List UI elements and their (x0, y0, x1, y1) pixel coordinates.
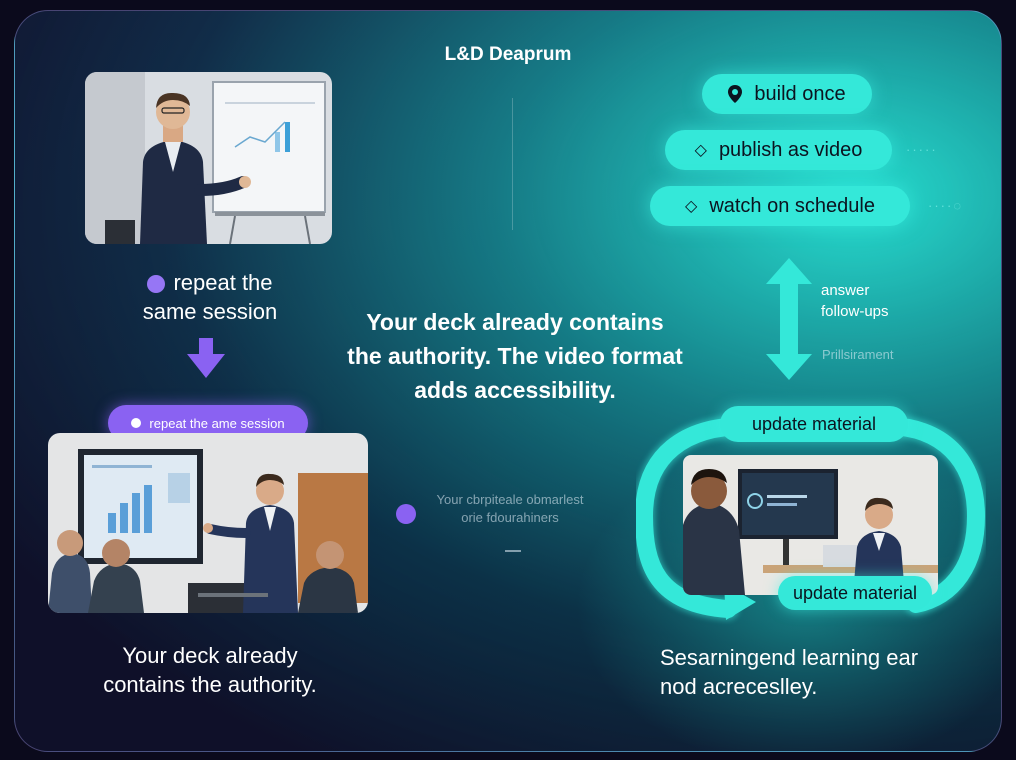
caption-repeat-session: repeat the same session (142, 270, 278, 324)
faint-dash (505, 550, 521, 552)
loop-label-top: update material (720, 406, 908, 442)
center-statement: Your deck already contains the authority… (347, 309, 683, 403)
bullet-dot-icon (147, 275, 166, 294)
arrow-label-follow-ups: answer follow-ups (821, 282, 889, 320)
diamond-icon: ◇ (685, 198, 698, 215)
dotted-connector: ····◌ (928, 198, 964, 213)
badge-dot-icon (131, 418, 142, 428)
center-dot-icon (396, 504, 416, 524)
location-pin-icon (728, 85, 743, 103)
step-pill-build-once: build once (702, 74, 872, 114)
step-pill-watch-schedule: ◇ watch on schedule (650, 186, 910, 226)
caption-learning: Sesarningend learning ear nod acreceslle… (660, 645, 919, 699)
faint-note: Your cbrpiteale obmarlest orie fdourahin… (436, 492, 584, 525)
caption-deck-authority: Your deck already contains the authority… (103, 643, 317, 697)
faint-arrow-note: Prillsirament (822, 347, 894, 362)
arrow-down-icon (187, 338, 225, 378)
divider-line (512, 98, 513, 230)
photo-classroom-presentation (48, 433, 368, 613)
photo-presenter-whiteboard (85, 72, 332, 244)
loop-label-bottom: update material (778, 576, 932, 610)
dotted-connector: ····· (906, 142, 938, 157)
diagram-title: L&D Deaprum (444, 44, 572, 65)
diamond-icon: ◇ (694, 142, 707, 159)
double-arrow-icon (766, 258, 812, 380)
step-pill-publish-video: ◇ publish as video (665, 130, 892, 170)
photo-video-call (683, 455, 938, 595)
